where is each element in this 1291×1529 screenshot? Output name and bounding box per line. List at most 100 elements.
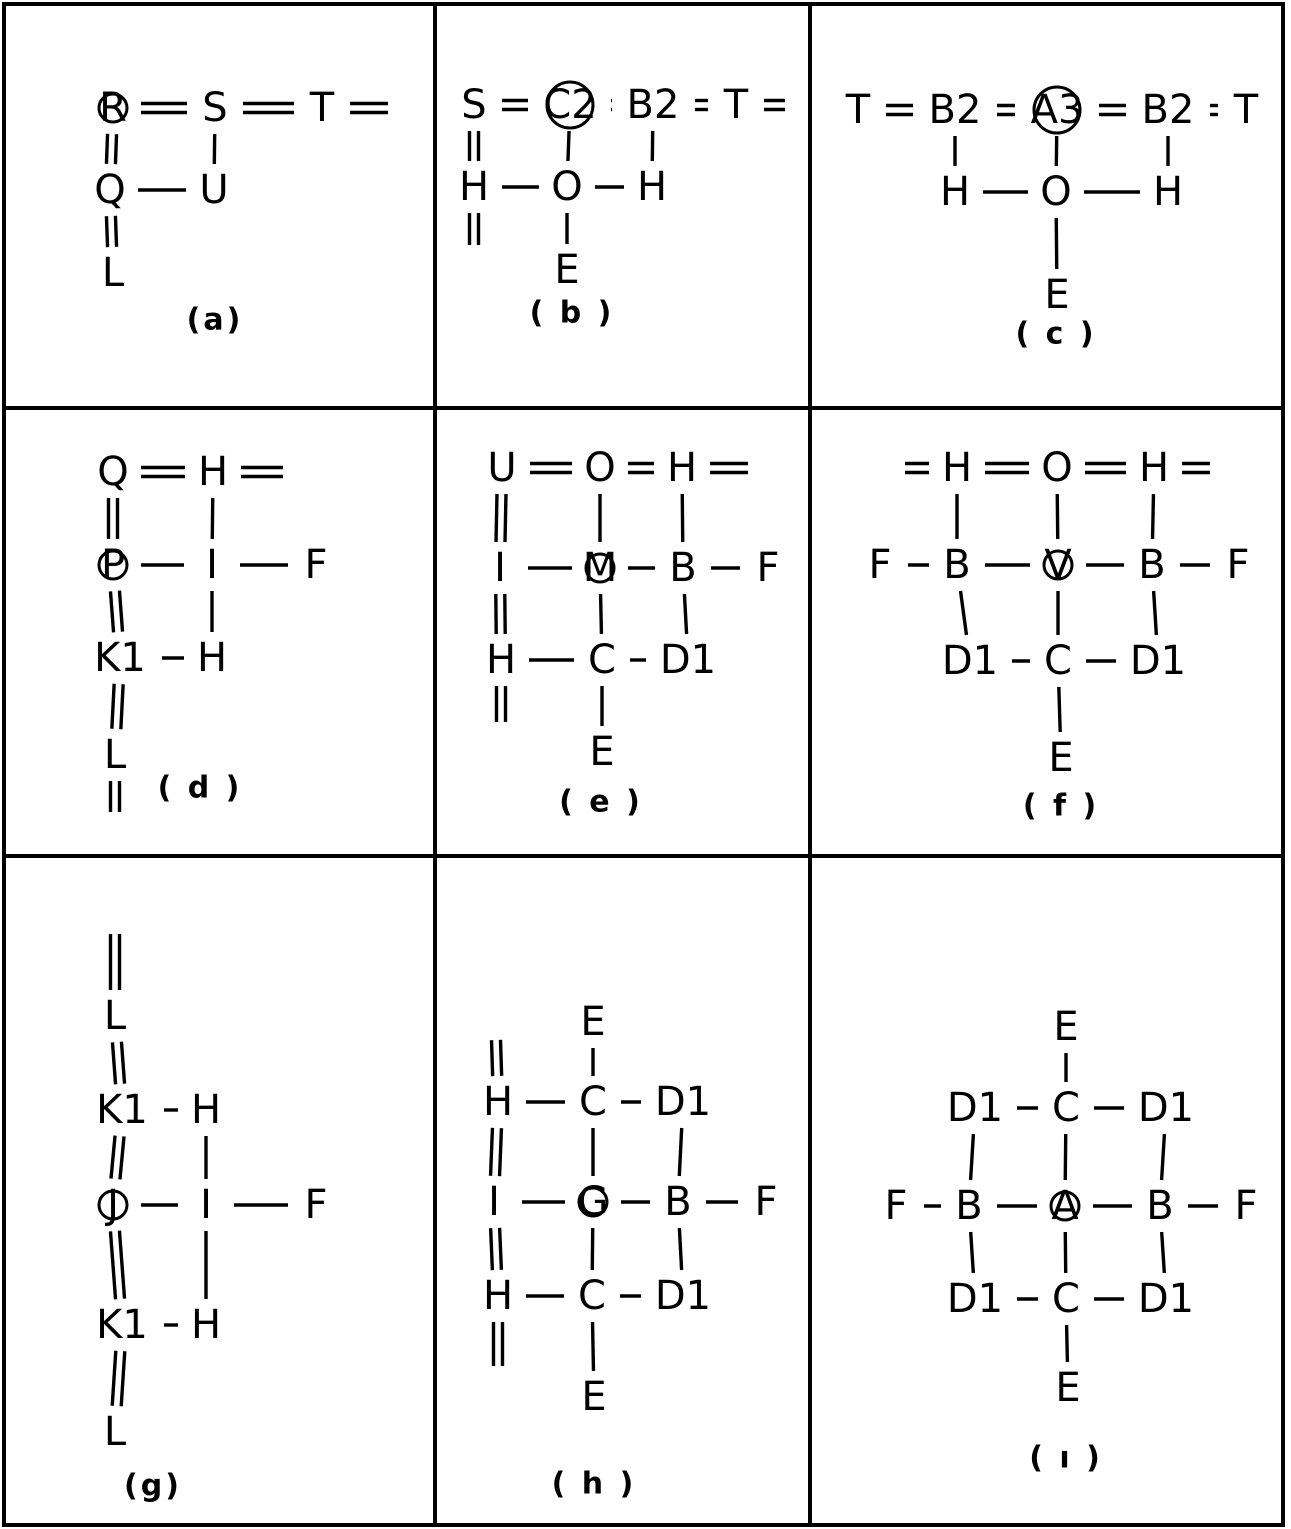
double-bond-line [108, 1231, 118, 1300]
atom-label: L [102, 250, 125, 296]
atom-label: J [104, 1182, 119, 1228]
center-atom-ring [545, 80, 595, 130]
atom-label: H [940, 169, 970, 215]
atom-label: E [1048, 735, 1073, 781]
atom-label: O [1040, 169, 1071, 215]
atom-label: C [1044, 638, 1072, 684]
double-bond-line [497, 1128, 504, 1177]
atom-label: D1 [1130, 638, 1186, 684]
atom-label: F [304, 542, 327, 588]
atom-label: H [486, 637, 516, 683]
panel-caption: ( d ) [158, 771, 243, 806]
single-bond-line [590, 1321, 596, 1372]
double-bond-line [113, 215, 119, 247]
bond-group [905, 461, 1210, 733]
double-bond-line [488, 1228, 495, 1271]
atom-label: P [101, 542, 125, 588]
atom-label: C [579, 1079, 607, 1125]
atom-label: T [723, 82, 749, 128]
center-atom-ring [1032, 85, 1082, 135]
atom-label: F [868, 542, 891, 588]
atom-label: H [191, 1087, 221, 1133]
atom-label: F [1234, 1183, 1257, 1229]
double-bond-line [497, 1227, 504, 1270]
atom-label: U [199, 167, 228, 213]
atom-label: H [483, 1079, 513, 1125]
atom-label: C [1052, 1085, 1080, 1131]
single-bond-line [677, 1227, 684, 1271]
double-bond-line [119, 1041, 127, 1084]
atom-label: B [1146, 1183, 1173, 1229]
panel-caption: ( e ) [559, 785, 643, 820]
double-bond-line [110, 1042, 118, 1085]
atom-label: E [580, 999, 605, 1045]
atom-label: C [588, 637, 616, 683]
single-bond-line [968, 1231, 976, 1274]
atom-label: F [304, 1182, 327, 1228]
panel-caption: (a) [187, 303, 244, 338]
single-bond-line [566, 130, 571, 162]
atom-label: H [198, 449, 228, 495]
atom-label: I [494, 545, 506, 591]
atom-label: H [667, 445, 697, 491]
atom-label: K1 [96, 1087, 148, 1133]
atom-label: F [884, 1183, 907, 1229]
panel-caption: ( c ) [1015, 317, 1096, 352]
bond-group [108, 934, 288, 1407]
double-bond-line [117, 1230, 127, 1299]
single-bond-line [1150, 493, 1156, 540]
atom-label: C [1052, 1276, 1080, 1322]
double-bond-line [118, 1136, 126, 1180]
bond-group [488, 1039, 738, 1372]
atom-label: C [578, 1273, 606, 1319]
atom-label: H [637, 164, 667, 210]
panel-caption: ( f ) [1023, 789, 1099, 824]
atom-label: K1 [96, 1302, 148, 1348]
center-atom-ring [1042, 549, 1074, 581]
atom-label: O [1041, 445, 1072, 491]
center-atom-ring [97, 92, 129, 124]
atom-label: E [581, 1374, 606, 1420]
atom-label: E [589, 729, 614, 775]
single-bond-line [598, 593, 604, 635]
atom-label: B [943, 542, 970, 588]
center-atom-ring [97, 549, 129, 581]
double-bond-line [494, 493, 499, 542]
single-bond-line [1057, 686, 1062, 733]
atom-label: H [459, 164, 489, 210]
atom-label: Q [94, 167, 125, 213]
center-atom-ring [584, 552, 616, 584]
atom-label: V [1044, 542, 1072, 588]
atom-label: D1 [1138, 1276, 1194, 1322]
double-bond-line [503, 494, 508, 543]
single-bond-line [1159, 1231, 1167, 1274]
double-bond-line [498, 1039, 504, 1076]
atom-label: L [104, 1409, 127, 1455]
bond-group [104, 101, 388, 248]
atom-label: H [1139, 445, 1169, 491]
bond-group [924, 1053, 1218, 1363]
double-bond-line [119, 684, 125, 730]
panel-caption: ( ı ) [1029, 1441, 1103, 1476]
double-bond-line [113, 134, 119, 165]
double-bond-line [104, 216, 110, 248]
atom-label: O [584, 445, 615, 491]
bond-group [467, 98, 785, 245]
atom-label: L [104, 732, 127, 778]
center-atom-ring [97, 1189, 129, 1221]
panel-caption: (g) [124, 1469, 182, 1504]
single-bond-line [1151, 590, 1159, 636]
atom-label: F [754, 1179, 777, 1225]
double-bond-line [109, 1135, 117, 1179]
center-atom-ring [1049, 1190, 1081, 1222]
atom-label: U [487, 445, 516, 491]
atom-label: B2 [1142, 87, 1195, 133]
single-bond-line [677, 1127, 684, 1177]
